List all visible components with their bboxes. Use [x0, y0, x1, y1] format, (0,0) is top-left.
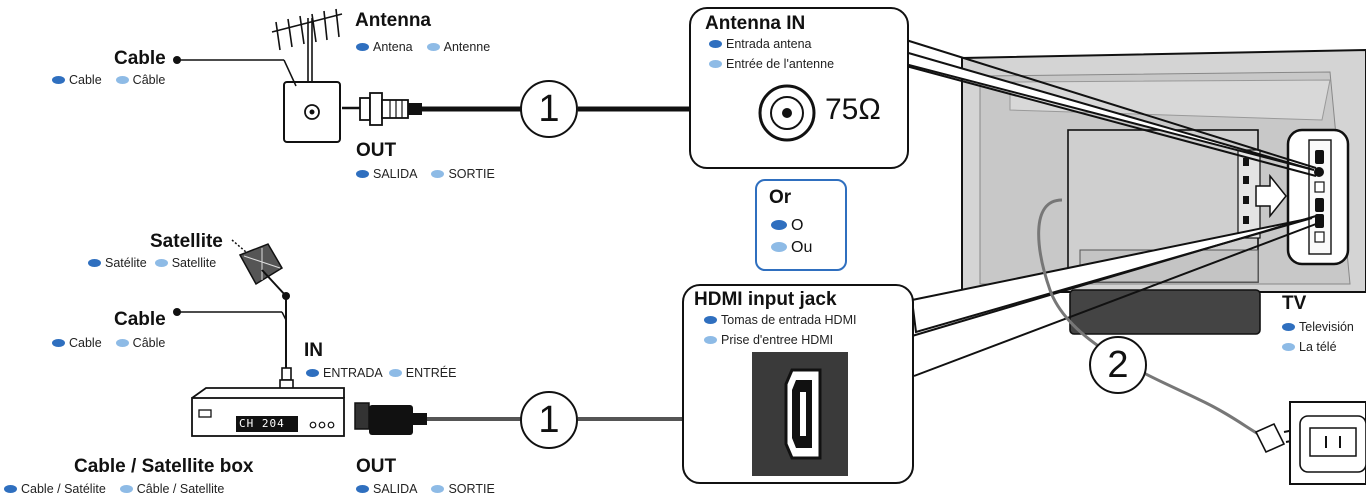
tv-fr-row: La télé — [1282, 340, 1337, 354]
out-top-fr: SORTIE — [448, 167, 495, 181]
out-bottom-label: OUT — [356, 456, 397, 477]
satellite-dish-icon — [231, 239, 290, 300]
box-es: Cable / Satélite — [21, 482, 106, 496]
step-one-bottom-badge: 1 — [520, 391, 578, 449]
wall-outlet-icon — [283, 81, 341, 143]
in-translations: ENTRADA ENTRÉE — [306, 366, 456, 380]
antenna-in-fr-row: Entrée de l'antenne — [709, 57, 834, 71]
antenna-in-es: Entrada antena — [726, 37, 812, 51]
antenna-in-es-row: Entrada antena — [709, 37, 812, 51]
out-top-translations: SALIDA SORTIE — [356, 167, 495, 181]
in-label: IN — [304, 340, 323, 361]
cable-mid-label: Cable — [114, 309, 166, 330]
or-fr: Ou — [791, 239, 813, 256]
satellite-fr: Satellite — [171, 256, 217, 270]
step-one-top-badge: 1 — [520, 80, 578, 138]
or-es: O — [791, 217, 804, 234]
cable-mid-fr: Câble — [132, 336, 166, 350]
box-translations: Cable / Satélite Câble / Satellite — [4, 482, 224, 496]
hdmi-es: Tomas de entrada HDMI — [721, 313, 857, 327]
or-box: Or O Ou — [755, 179, 847, 271]
cable-top-fr: Câble — [132, 73, 166, 87]
or-label: Or — [769, 187, 792, 208]
antenna-in-fr: Entrée de l'antenne — [726, 57, 835, 71]
antenna-fr: Antenne — [443, 40, 491, 54]
box-channel-display: CH 204 — [239, 417, 285, 430]
antenna-label: Antenna — [355, 10, 431, 31]
set-top-box-icon — [191, 387, 345, 437]
cable-mid-translations: Cable Câble — [52, 336, 165, 350]
antenna-in-label: Antenna IN — [705, 13, 806, 34]
out-bottom-fr: SORTIE — [448, 482, 495, 496]
tv-label: TV — [1282, 293, 1307, 314]
power-outlet-icon — [1289, 401, 1366, 485]
antenna-icon — [271, 8, 343, 82]
hdmi-fr: Prise d'entree HDMI — [721, 333, 834, 347]
or-fr-row: Ou — [771, 239, 812, 257]
coax-jack-icon — [758, 84, 816, 142]
out-bottom-translations: SALIDA SORTIE — [356, 482, 495, 496]
box-label: Cable / Satellite box — [74, 456, 254, 477]
tv-es: Televisión — [1299, 320, 1354, 334]
cable-top-es: Cable — [69, 73, 102, 87]
cable-mid-es: Cable — [69, 336, 102, 350]
satellite-es: Satélite — [105, 256, 147, 270]
antenna-in-callout: Antenna IN Entrada antena Entrée de l'an… — [689, 7, 909, 169]
hdmi-es-row: Tomas de entrada HDMI — [704, 313, 856, 327]
tv-fr: La télé — [1299, 340, 1337, 354]
in-fr: ENTRÉE — [405, 366, 457, 380]
out-bottom-es: SALIDA — [373, 482, 418, 496]
hdmi-port-icon — [752, 352, 848, 476]
or-es-row: O — [771, 217, 803, 235]
satellite-label: Satellite — [150, 231, 223, 252]
cable-top-translations: Cable Câble — [52, 73, 165, 87]
tv-es-row: Televisión — [1282, 320, 1354, 334]
hdmi-label: HDMI input jack — [694, 289, 837, 310]
hdmi-callout: HDMI input jack Tomas de entrada HDMI Pr… — [682, 284, 914, 484]
cable-top-label: Cable — [114, 48, 166, 69]
hdmi-fr-row: Prise d'entree HDMI — [704, 333, 833, 347]
step-two-badge: 2 — [1089, 336, 1147, 394]
out-top-es: SALIDA — [373, 167, 418, 181]
antenna-translations: Antena Antenne — [356, 40, 490, 54]
satellite-translations: Satélite Satellite — [88, 256, 216, 270]
in-es: ENTRADA — [323, 366, 383, 380]
antenna-es: Antena — [373, 40, 413, 54]
out-top-label: OUT — [356, 140, 397, 161]
box-fr: Câble / Satellite — [136, 482, 225, 496]
impedance-label: 75Ω — [825, 93, 881, 126]
